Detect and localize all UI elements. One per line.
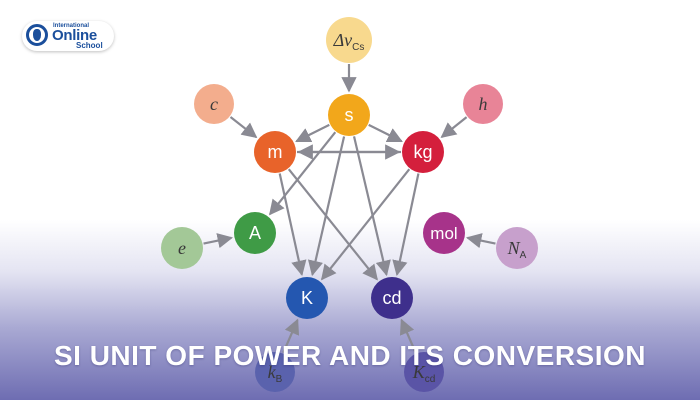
constant-symbol: mol (430, 224, 457, 243)
constant-label-c: c (210, 94, 218, 114)
unit-circle-s (328, 94, 370, 136)
unit-label-s: s (345, 105, 354, 125)
constant-label-Kcd: Kcd (412, 362, 436, 385)
constant-symbol: c (210, 94, 218, 114)
edge-e-to-A (203, 233, 233, 249)
edge-s-to-cd (352, 136, 391, 277)
constant-subscript: Cs (352, 42, 364, 53)
edge-c-to-m (229, 116, 258, 139)
constant-symbol: s (345, 105, 354, 125)
edge-s-to-K (307, 136, 346, 277)
unit-node-mol: mol (423, 212, 465, 254)
constant-symbol: A (249, 223, 261, 243)
unit-circle-mol (423, 212, 465, 254)
constant-node-NA: NA (496, 227, 538, 269)
edge-h-to-kg (440, 116, 468, 138)
constant-label-e: e (178, 238, 186, 258)
page-title: SI UNIT OF POWER AND ITS CONVERSION (53, 340, 647, 371)
logo[interactable]: International Online School (22, 21, 114, 51)
unit-label-m: m (268, 142, 283, 162)
constant-circle-e (161, 227, 203, 269)
constant-circle-Kcd (404, 352, 444, 392)
edge-kg-to-cd (392, 173, 420, 277)
constant-symbol: cd (382, 288, 401, 308)
constant-node-dnu: ΔνCs (326, 17, 372, 63)
constant-node-c: c (194, 84, 234, 124)
constant-symbol: Δν (333, 30, 353, 50)
edge-s-to-A (268, 131, 337, 216)
constant-symbol: kg (413, 142, 432, 162)
unit-circle-m (254, 131, 296, 173)
constant-symbol: K (301, 288, 313, 308)
constant-subscript: B (276, 374, 283, 385)
unit-label-K: K (301, 288, 313, 308)
constant-circle-c (194, 84, 234, 124)
constant-label-NA: NA (507, 238, 527, 261)
constant-node-kB: kB (255, 352, 295, 392)
edge-kg-to-K (320, 168, 411, 281)
edge-NA-to-mol (466, 233, 496, 249)
edge-s-to-kg (368, 123, 403, 143)
unit-node-A: A (234, 212, 276, 254)
edge-s-to-m (295, 123, 330, 143)
unit-node-cd: cd (371, 277, 413, 319)
unit-node-K: K (286, 277, 328, 319)
edge-m-to-cd (287, 168, 378, 281)
logo-sub: School (76, 41, 103, 50)
unit-label-mol: mol (430, 224, 457, 243)
constant-label-dnu: ΔνCs (333, 30, 365, 53)
constant-symbol: K (412, 362, 426, 382)
constant-node-h: h (463, 84, 503, 124)
edge-kB-to-K (282, 318, 300, 354)
logo-brand: Online (52, 27, 97, 44)
constant-symbol: m (268, 142, 283, 162)
unit-label-A: A (249, 223, 261, 243)
edge-Kcd-to-cd (399, 318, 417, 354)
unit-label-kg: kg (413, 142, 432, 162)
constant-label-h: h (479, 94, 488, 114)
constant-label-kB: kB (268, 362, 283, 385)
unit-label-cd: cd (382, 288, 401, 308)
logo-top-text: International (53, 23, 90, 29)
constant-symbol: k (268, 362, 277, 382)
constant-circle-dnu (326, 17, 372, 63)
unit-circle-cd (371, 277, 413, 319)
unit-node-s: s (328, 94, 370, 136)
constant-node-e: e (161, 227, 203, 269)
constant-circle-NA (496, 227, 538, 269)
constant-subscript: cd (425, 374, 436, 385)
constant-node-Kcd: Kcd (404, 352, 444, 392)
unit-node-kg: kg (402, 131, 444, 173)
constant-circle-kB (255, 352, 295, 392)
edge-m-to-K (278, 173, 307, 277)
unit-node-m: m (254, 131, 296, 173)
constant-symbol: N (507, 238, 521, 258)
unit-circle-A (234, 212, 276, 254)
constant-circle-h (463, 84, 503, 124)
unit-circle-kg (402, 131, 444, 173)
unit-circle-K (286, 277, 328, 319)
edges-layer (203, 64, 496, 354)
constant-symbol: h (479, 94, 488, 114)
constant-subscript: A (520, 250, 527, 261)
logo-mark-icon (26, 24, 48, 46)
constant-symbol: e (178, 238, 186, 258)
